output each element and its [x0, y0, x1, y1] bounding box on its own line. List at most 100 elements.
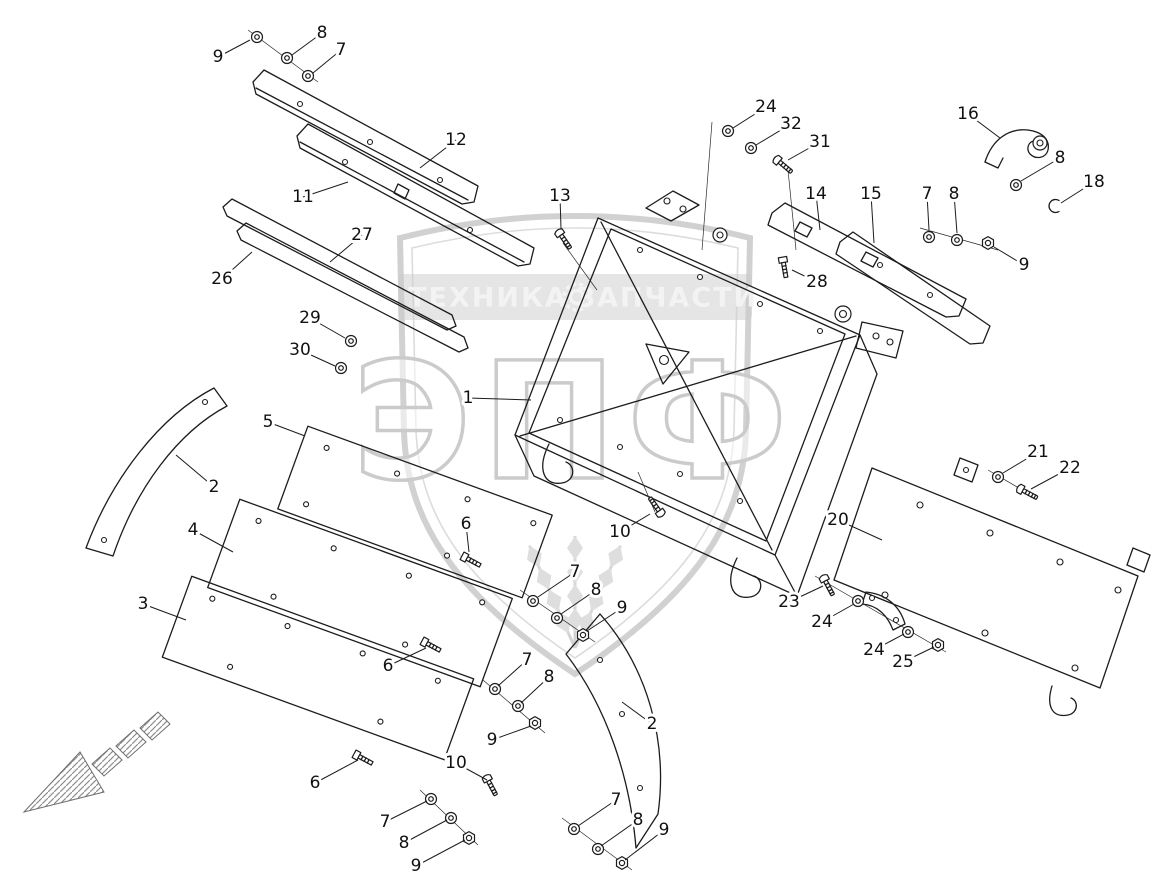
washer-icon [344, 334, 358, 348]
part-number-label: 23 [778, 592, 800, 612]
washer-icon [250, 30, 264, 44]
callout-leader-line [403, 819, 448, 844]
callout-leader-line [302, 181, 349, 198]
callout-leader-line [837, 519, 883, 541]
callout-leader-line [993, 246, 1025, 266]
washer-icon [424, 792, 438, 806]
part-number-label: 8 [399, 833, 410, 853]
part-number-label: 9 [659, 820, 670, 840]
callout-leader-line [415, 839, 466, 867]
part-number-label: 7 [522, 650, 533, 670]
clip-icon [1048, 198, 1060, 214]
callout-leader-line [267, 421, 306, 437]
part-strip-14 [767, 202, 967, 318]
part-panel-20 [833, 457, 1151, 717]
part-number-label: 29 [299, 308, 321, 328]
watermark-banner-left-text: ТЕХНИКА [408, 283, 568, 314]
part-number-label: 20 [827, 510, 849, 530]
watermark-banner [398, 274, 752, 320]
callout-leader-line [791, 269, 818, 283]
part-number-label: 24 [863, 640, 885, 660]
washer-icon [1009, 178, 1023, 192]
callout-leader-line [755, 123, 792, 146]
part-number-label: 6 [383, 656, 394, 676]
callout-leader-line [312, 49, 342, 74]
part-number-label: 7 [922, 184, 933, 204]
part-panel-2-right [565, 613, 662, 849]
part-bracket-16 [984, 129, 1049, 169]
washer-icon [950, 233, 964, 247]
callout-leader-line [560, 589, 597, 615]
part-number-label: 9 [411, 856, 422, 876]
part-strip-12 [296, 123, 535, 267]
part-panel-3 [161, 575, 475, 761]
part-number-label: 15 [860, 184, 882, 204]
part-number-label: 24 [755, 97, 777, 117]
callout-leader-line [192, 529, 234, 553]
part-number-label: 31 [809, 132, 831, 152]
washer-icon [280, 51, 294, 65]
part-number-label: 8 [317, 23, 328, 43]
part-number-label: 7 [611, 790, 622, 810]
callout-leader-line [299, 349, 336, 367]
part-number-label: 27 [351, 225, 373, 245]
part-number-label: 9 [1019, 255, 1030, 275]
callout-leader-line [619, 513, 651, 533]
part-panel-4 [207, 498, 513, 688]
part-number-label: 6 [461, 514, 472, 534]
part-number-label: 4 [188, 520, 199, 540]
part-number-label: 16 [957, 104, 979, 124]
nut-icon [931, 637, 945, 653]
part-number-label: 11 [292, 187, 314, 207]
washer-icon [721, 124, 735, 138]
callout-leader-line [497, 659, 528, 687]
callout-leader-line [465, 523, 470, 553]
part-number-label: 22 [1059, 458, 1081, 478]
part-number-label: 7 [336, 40, 347, 60]
callout-leader-line [967, 113, 1001, 139]
callout-leader-line [467, 397, 532, 401]
part-number-label: 18 [1083, 172, 1105, 192]
washer-icon [444, 811, 458, 825]
callout-leader-line [419, 139, 457, 169]
screw-icon [770, 153, 796, 177]
part-main-housing [514, 190, 904, 598]
bolt-icon [419, 636, 443, 655]
part-number-label: 26 [211, 269, 233, 289]
part-number-label: 8 [544, 667, 555, 687]
washer-icon [301, 69, 315, 83]
washer-icon [901, 625, 915, 639]
callout-leader-line [870, 193, 875, 244]
callout-leader-line [815, 193, 821, 231]
part-number-label: 32 [780, 114, 802, 134]
part-number-label: 8 [949, 184, 960, 204]
callout-leader-line [221, 251, 253, 280]
washer-icon [922, 230, 936, 244]
callout-leader-line [384, 800, 428, 823]
part-number-label: 2 [209, 477, 220, 497]
view-direction-arrow-icon [22, 711, 171, 813]
part-number-label: 7 [570, 562, 581, 582]
part-number-label: 8 [591, 580, 602, 600]
washer-icon [526, 594, 540, 608]
bolt-icon [351, 749, 375, 768]
callout-leader-line [559, 195, 562, 230]
callout-leader-line [787, 141, 821, 161]
part-number-label: 14 [805, 184, 827, 204]
part-number-label: 28 [806, 272, 828, 292]
callout-leader-line [142, 603, 187, 621]
callout-leader-line [586, 607, 623, 632]
part-number-label: 30 [289, 340, 311, 360]
part-number-label: 5 [263, 412, 274, 432]
part-number-label: 9 [617, 598, 628, 618]
callout-leader-line [577, 799, 617, 827]
part-number-label: 12 [445, 130, 467, 150]
callout-leader-line [788, 585, 824, 603]
washer-icon [851, 594, 865, 608]
part-number-label: 10 [609, 522, 631, 542]
part-number-label: 13 [549, 186, 571, 206]
callout-leader-line [175, 454, 215, 488]
nut-icon [615, 855, 629, 871]
callout-leader-line [953, 193, 958, 234]
